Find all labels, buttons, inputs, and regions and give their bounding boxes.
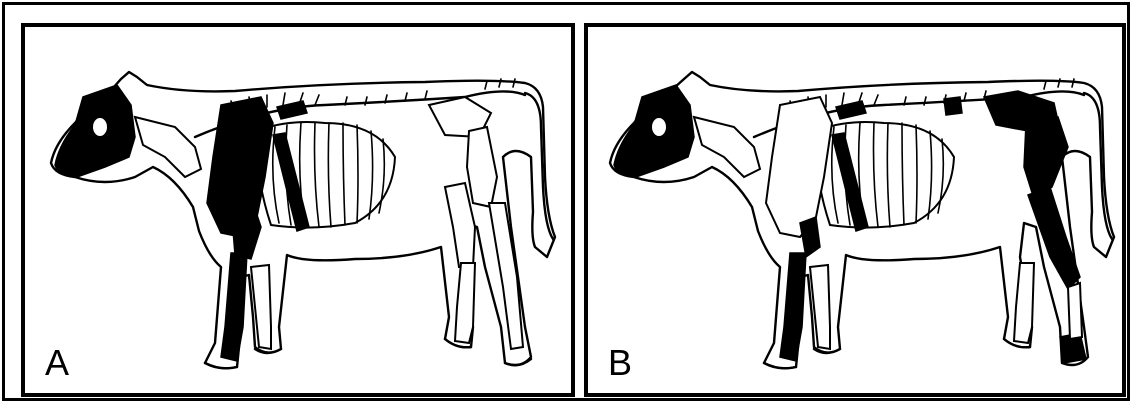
neck-vertebrae — [694, 117, 760, 177]
thoracic-vertebrae-highlight — [277, 101, 307, 119]
lumbar-vertebrae-highlight — [944, 97, 962, 115]
panel-b: B — [584, 23, 1126, 397]
femur-highlight — [1024, 117, 1068, 199]
cow-skeleton-diagram-b — [588, 27, 1122, 393]
thoracic-vertebrae-highlight — [836, 101, 866, 119]
foreleg-highlight — [780, 253, 806, 361]
panel-label-a: A — [45, 345, 69, 381]
femur — [467, 127, 497, 207]
humerus-highlight — [800, 217, 820, 257]
figure-frame: A — [2, 2, 1130, 401]
scapula — [766, 97, 832, 237]
eye-socket — [652, 118, 666, 136]
foreleg-highlight — [221, 253, 247, 361]
hooves — [764, 339, 1030, 368]
hind-leg-lower-left — [1014, 263, 1034, 343]
hind-tibia — [445, 183, 475, 267]
panel-a: A — [21, 23, 575, 397]
neck-vertebrae — [135, 117, 201, 177]
hind-leg-lower — [1068, 283, 1082, 339]
cow-skeleton-diagram-a — [25, 27, 571, 393]
panel-label-b: B — [608, 345, 632, 381]
hind-leg-lower-left — [455, 263, 475, 343]
eye-socket — [93, 118, 107, 136]
